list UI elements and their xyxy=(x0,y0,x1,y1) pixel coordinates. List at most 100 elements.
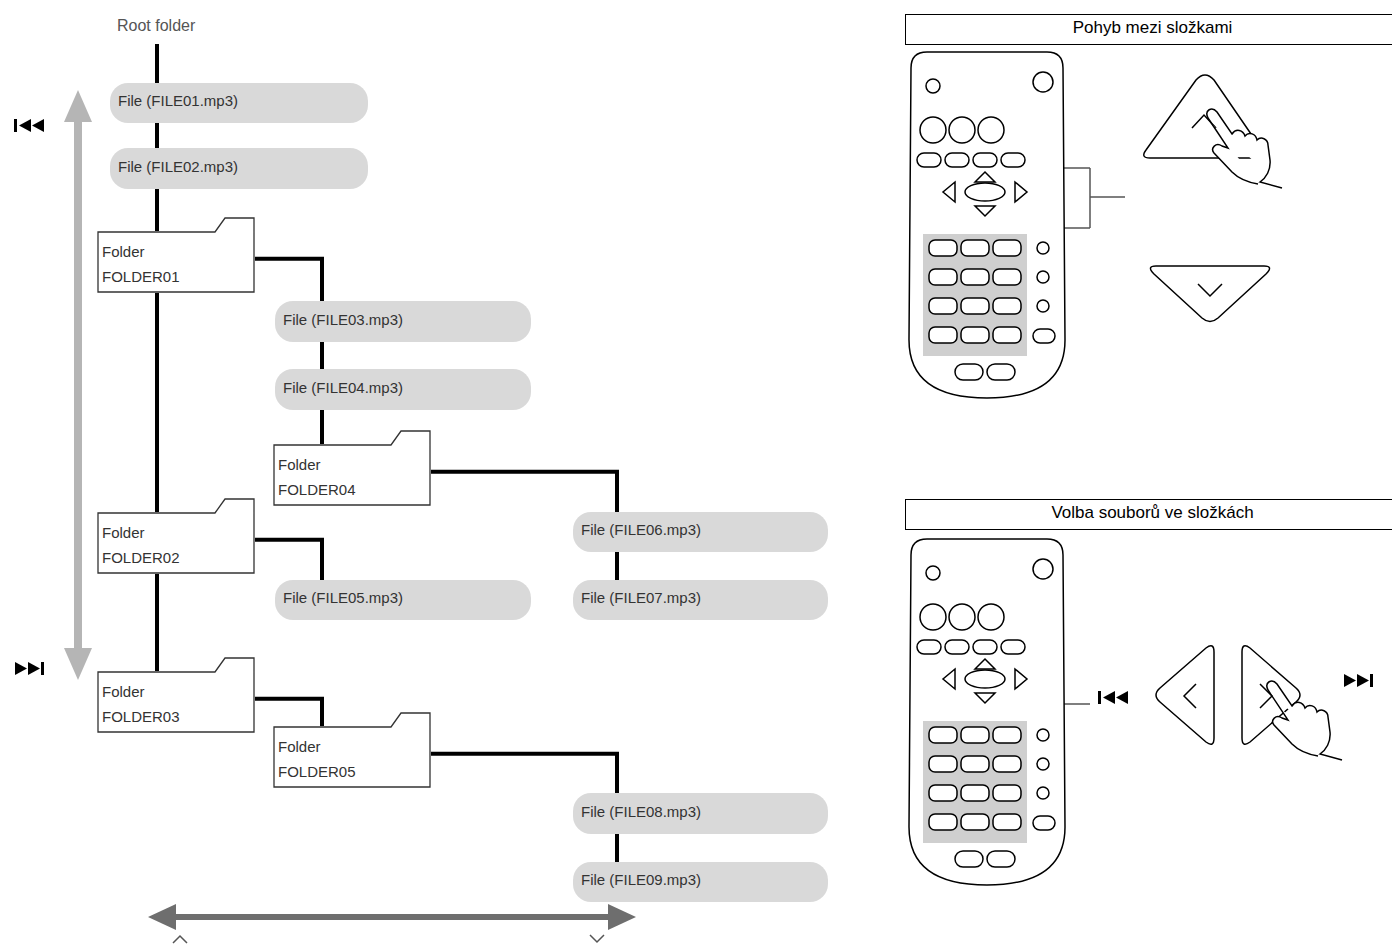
remote-button xyxy=(975,172,995,182)
prev-symbol xyxy=(14,119,44,132)
remote-button xyxy=(993,727,1021,743)
track-arrow xyxy=(64,90,92,680)
remote-button xyxy=(1033,816,1055,830)
remote-button xyxy=(961,298,989,314)
folder-box: Folder FOLDER05 xyxy=(273,712,431,788)
remote-button xyxy=(965,183,1005,201)
remote-button xyxy=(965,670,1005,688)
remote-button xyxy=(961,240,989,256)
tree-connector xyxy=(255,540,322,580)
remote-button xyxy=(929,756,957,772)
file-pill: File (FILE09.mp3) xyxy=(573,862,828,902)
remote-button xyxy=(929,727,957,743)
remote-button xyxy=(1033,72,1053,92)
file-pill: File (FILE08.mp3) xyxy=(573,793,828,834)
remote-button xyxy=(961,785,989,801)
remote-button xyxy=(929,327,957,343)
next-symbol xyxy=(1344,674,1373,687)
hand-icon xyxy=(1207,109,1282,188)
remote-button xyxy=(1001,640,1025,654)
remote-button xyxy=(987,364,1015,380)
hand-icon xyxy=(1267,681,1342,760)
remote-button xyxy=(978,604,1004,630)
folder-box: Folder FOLDER02 xyxy=(97,498,255,574)
next-symbol xyxy=(15,662,44,675)
folder-box: Folder FOLDER01 xyxy=(97,217,255,293)
folder-shape xyxy=(98,218,254,292)
remote-button xyxy=(1037,758,1049,770)
folder-shape xyxy=(274,713,430,787)
remote-button xyxy=(926,79,940,93)
remote-button xyxy=(929,240,957,256)
remote-button xyxy=(961,814,989,830)
folder-box: Folder FOLDER04 xyxy=(273,430,431,506)
tree-connector xyxy=(431,754,617,793)
remote-button xyxy=(1037,271,1049,283)
remote-button xyxy=(929,814,957,830)
remote-button xyxy=(920,117,946,143)
left-button xyxy=(1156,646,1214,745)
tree-connector xyxy=(255,699,322,726)
file-pill: File (FILE02.mp3) xyxy=(110,148,368,189)
up-chevron xyxy=(173,936,187,943)
tree-connector xyxy=(155,123,159,148)
file-pill: File (FILE01.mp3) xyxy=(110,83,368,123)
panel-title-box: Pohyb mezi složkami xyxy=(905,14,1392,45)
folder-shape xyxy=(98,499,254,573)
tree-connector xyxy=(320,410,324,444)
file-label: File (FILE03.mp3) xyxy=(283,301,403,338)
remote-button xyxy=(993,327,1021,343)
remote-button xyxy=(978,117,1004,143)
remote-button xyxy=(1037,787,1049,799)
file-label: File (FILE01.mp3) xyxy=(118,83,238,119)
remote-button xyxy=(993,785,1021,801)
remote-button xyxy=(926,566,940,580)
tree-connector xyxy=(431,472,617,512)
remote-button xyxy=(949,604,975,630)
remote-button xyxy=(917,153,941,167)
remote-control xyxy=(909,52,1065,398)
file-label: File (FILE08.mp3) xyxy=(581,793,701,830)
down-button xyxy=(1150,266,1269,322)
file-label: File (FILE07.mp3) xyxy=(581,580,701,616)
remote-button xyxy=(973,153,997,167)
remote-button xyxy=(1001,153,1025,167)
down-chevron xyxy=(590,935,604,942)
folder-label: Folder FOLDER03 xyxy=(102,679,180,729)
file-pill: File (FILE04.mp3) xyxy=(275,369,531,410)
tree-connector xyxy=(155,574,159,671)
remote-button xyxy=(1015,669,1027,689)
remote-button xyxy=(975,693,995,703)
remote-button xyxy=(961,756,989,772)
remote-button xyxy=(917,640,941,654)
remote-button xyxy=(993,298,1021,314)
remote-control xyxy=(909,539,1065,885)
remote-button xyxy=(945,153,969,167)
prev-symbol xyxy=(1098,691,1128,704)
file-pill: File (FILE05.mp3) xyxy=(275,580,531,620)
tree-connector xyxy=(320,342,324,369)
folder-label: Folder FOLDER05 xyxy=(278,734,356,784)
remote-button xyxy=(961,327,989,343)
panel-title: Volba souborů ve složkách xyxy=(906,500,1392,526)
folder-label: Folder FOLDER02 xyxy=(102,520,180,570)
folder-label: Folder FOLDER04 xyxy=(278,452,356,502)
remote-button xyxy=(920,604,946,630)
file-label: File (FILE09.mp3) xyxy=(581,862,701,898)
remote-button xyxy=(929,269,957,285)
remote-button xyxy=(975,659,995,669)
remote-button xyxy=(993,756,1021,772)
remote-button xyxy=(1015,182,1027,202)
remote-button xyxy=(961,269,989,285)
remote-button xyxy=(955,364,983,380)
keypad-area xyxy=(923,721,1027,843)
remote-button xyxy=(929,298,957,314)
file-label: File (FILE05.mp3) xyxy=(283,580,403,616)
folder-shape xyxy=(274,431,430,505)
remote-body xyxy=(909,52,1065,398)
panel-title: Pohyb mezi složkami xyxy=(906,15,1392,41)
remote-button xyxy=(973,640,997,654)
remote-button xyxy=(929,785,957,801)
tree-connector xyxy=(155,189,159,231)
root-line xyxy=(155,44,159,84)
